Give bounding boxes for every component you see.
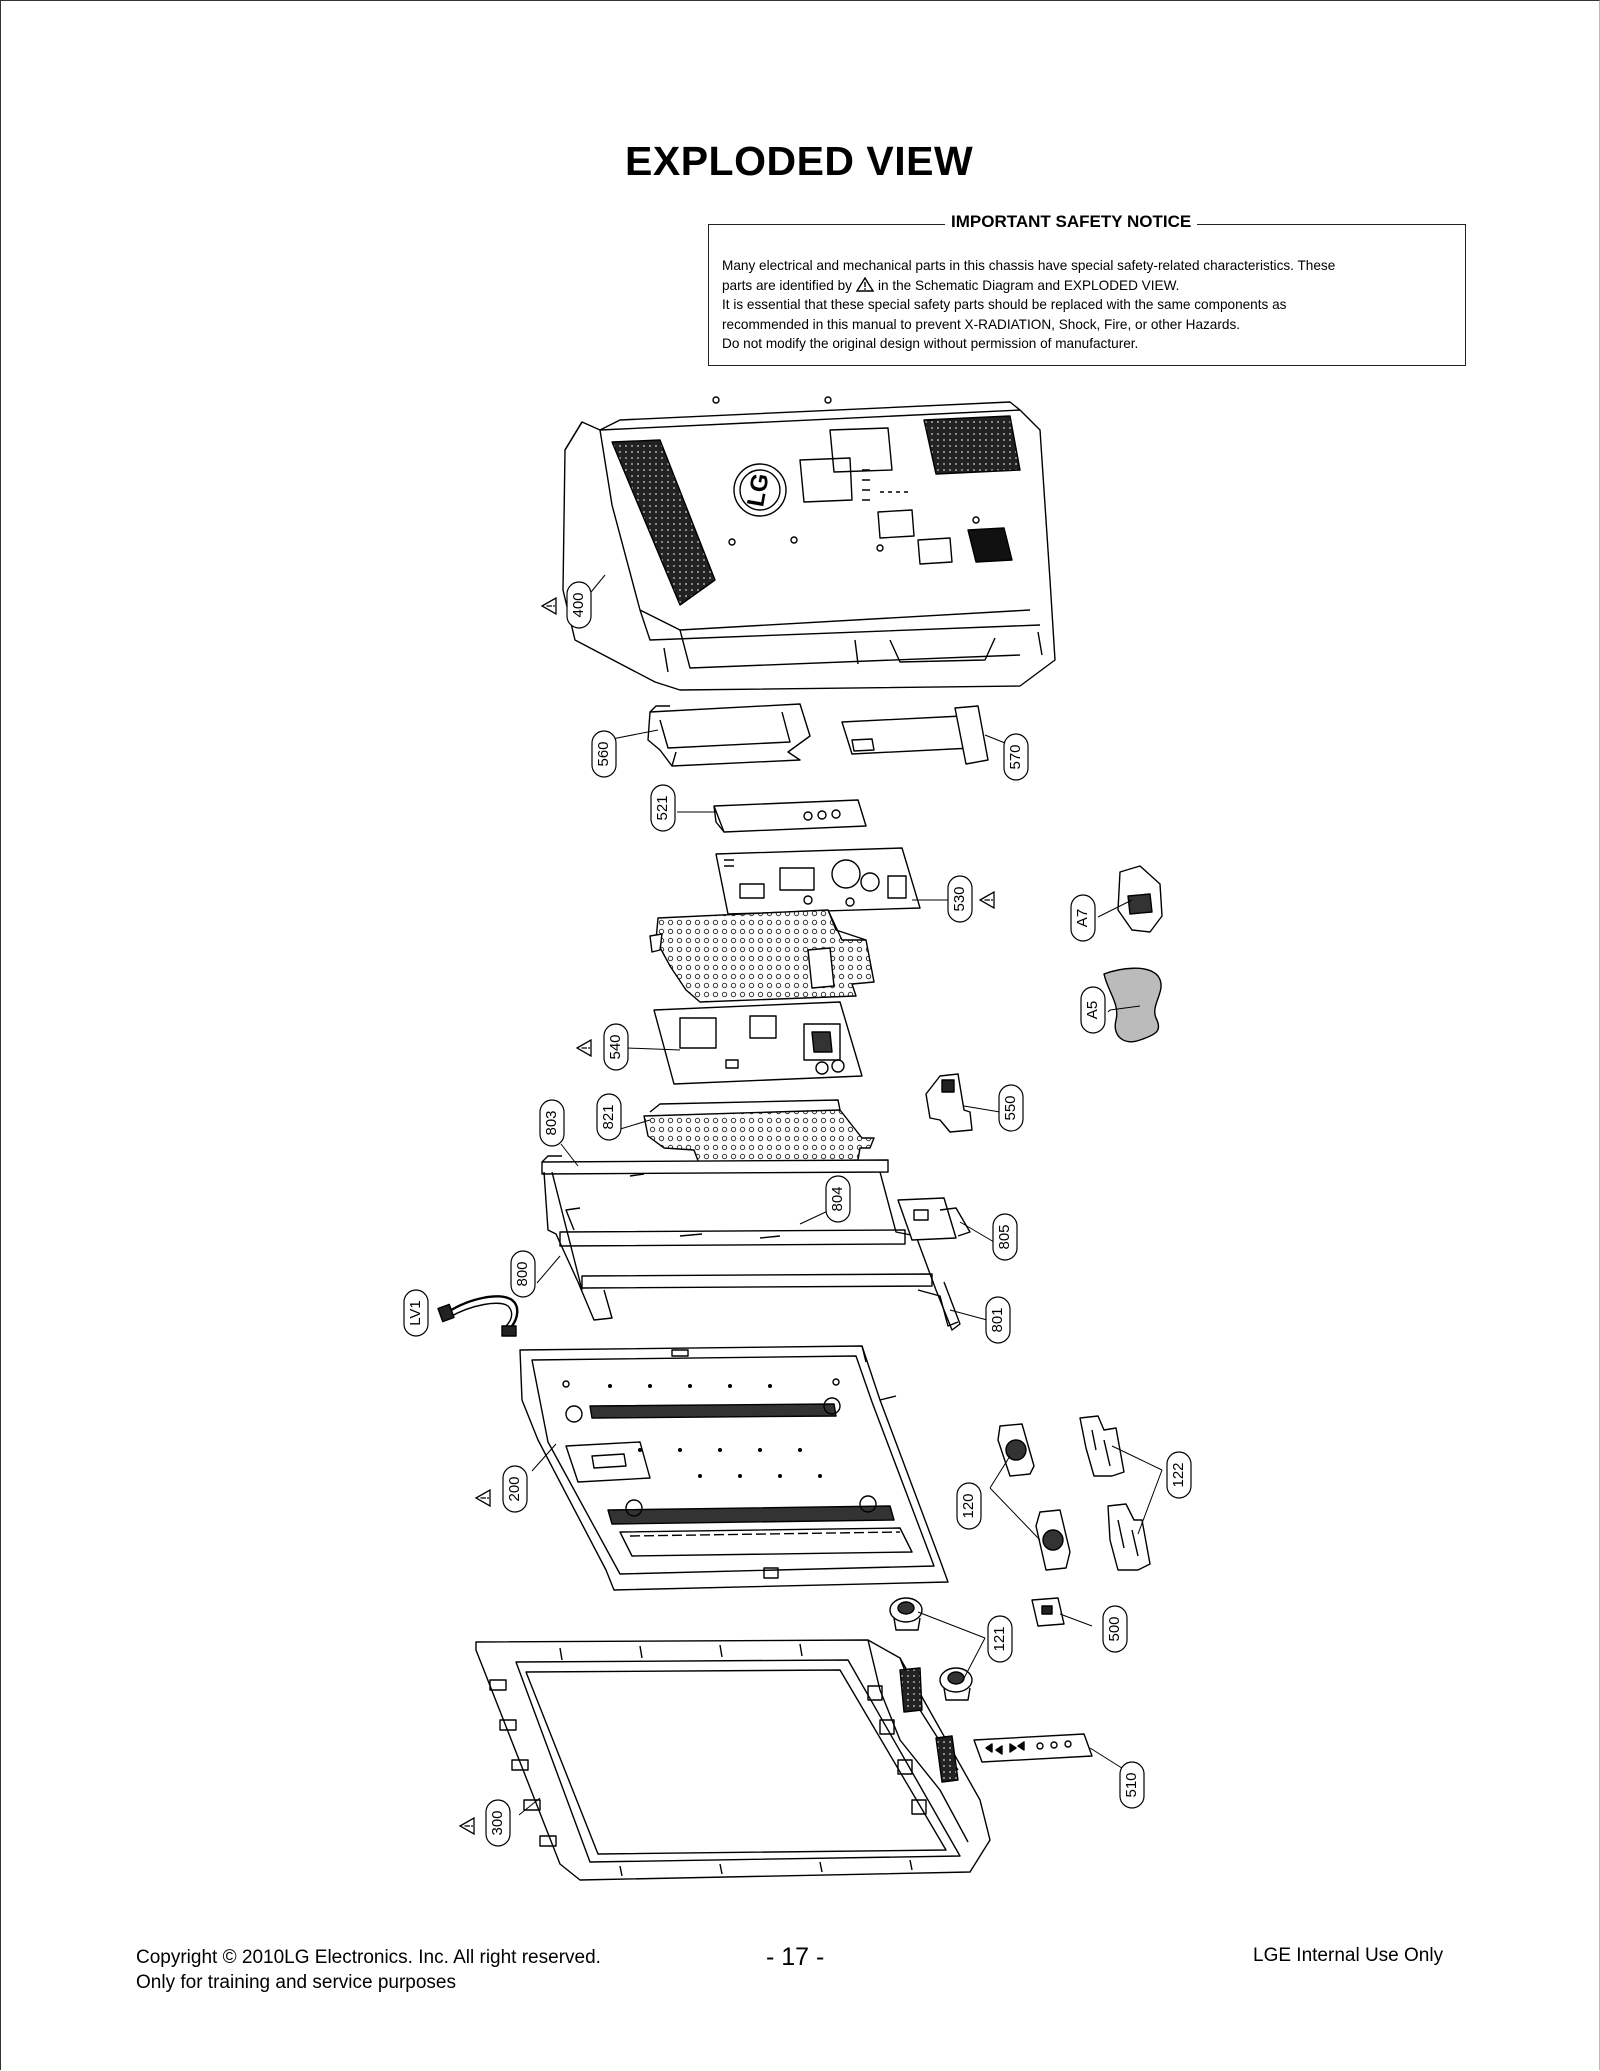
callout-530: 530 bbox=[947, 875, 973, 923]
warning-triangle-icon bbox=[475, 1489, 491, 1507]
warning-triangle-icon bbox=[979, 891, 995, 909]
callout-510: 510 bbox=[1119, 1761, 1145, 1809]
part-lv1-cable bbox=[437, 1295, 519, 1337]
callout-804: 804 bbox=[825, 1175, 851, 1223]
svg-text:803: 803 bbox=[543, 1110, 560, 1135]
callout-lv1: LV1 bbox=[403, 1289, 429, 1337]
part-521-plate bbox=[713, 799, 867, 833]
page-title: EXPLODED VIEW bbox=[625, 138, 974, 184]
part-a7-bracket bbox=[1117, 865, 1163, 933]
callout-500: 500 bbox=[1102, 1605, 1128, 1653]
svg-text:510: 510 bbox=[1123, 1772, 1140, 1797]
callout-122: 122 bbox=[1166, 1451, 1192, 1499]
notice-line-2a: parts are identified by bbox=[722, 277, 852, 293]
notice-line-5: Do not modify the original design withou… bbox=[722, 336, 1139, 351]
footer-internal-use: LGE Internal Use Only bbox=[1253, 1945, 1444, 1966]
notice-line-4: recommended in this manual to prevent X-… bbox=[722, 316, 1241, 332]
svg-text:120: 120 bbox=[960, 1493, 977, 1518]
page-number: - 17 - bbox=[766, 1943, 825, 1971]
svg-text:A5: A5 bbox=[1084, 1001, 1101, 1019]
callout-570: 570 bbox=[1003, 733, 1029, 781]
safety-notice-body: Many electrical and mechanical parts in … bbox=[722, 256, 1452, 354]
svg-text:550: 550 bbox=[1002, 1095, 1019, 1120]
svg-text:570: 570 bbox=[1007, 744, 1024, 769]
leader-lines bbox=[518, 574, 1163, 1816]
part-main-board-shield bbox=[649, 909, 875, 1003]
svg-text:400: 400 bbox=[570, 592, 587, 617]
part-122-brackets bbox=[1079, 1415, 1151, 1571]
svg-text:560: 560 bbox=[595, 741, 612, 766]
part-back-cover bbox=[562, 396, 1056, 691]
warning-triangle-icon bbox=[541, 597, 557, 615]
part-530-power-board bbox=[715, 847, 921, 915]
warning-triangle-icon bbox=[855, 276, 874, 292]
svg-text:300: 300 bbox=[489, 1810, 506, 1835]
callout-800: 800 bbox=[510, 1250, 536, 1298]
callouts: 400 560 570 521 530 A7 A5 540 bbox=[403, 581, 1192, 1847]
callout-805: 805 bbox=[992, 1213, 1018, 1261]
callout-300: 300 bbox=[485, 1799, 511, 1847]
part-120-speakers bbox=[997, 1423, 1071, 1571]
part-540-main-board bbox=[653, 1001, 863, 1085]
svg-text:800: 800 bbox=[514, 1261, 531, 1286]
part-frame-assembly bbox=[541, 1155, 971, 1331]
notice-line-1: Many electrical and mechanical parts in … bbox=[722, 258, 1336, 273]
notice-line-3: It is essential that these special safet… bbox=[722, 297, 1287, 312]
notice-line-2b: in the Schematic Diagram and EXPLODED VI… bbox=[877, 277, 1180, 293]
footer-copyright-line2: Only for training and service purposes bbox=[136, 1972, 456, 1993]
part-560-bracket bbox=[647, 703, 811, 767]
footer-copyright-line1: Copyright © 2010LG Electronics. Inc. All… bbox=[136, 1947, 601, 1968]
part-a5-sheet bbox=[1103, 967, 1162, 1043]
callout-a7: A7 bbox=[1070, 894, 1096, 942]
svg-text:804: 804 bbox=[829, 1186, 846, 1211]
callout-803: 803 bbox=[539, 1099, 565, 1147]
callout-801: 801 bbox=[985, 1296, 1011, 1344]
callout-550: 550 bbox=[998, 1084, 1024, 1132]
part-570-board bbox=[841, 705, 989, 765]
svg-text:LV1: LV1 bbox=[407, 1300, 424, 1326]
callout-a5: A5 bbox=[1080, 986, 1106, 1034]
callout-540: 540 bbox=[603, 1023, 629, 1071]
callout-120: 120 bbox=[956, 1482, 982, 1530]
lcd-screw-dots bbox=[608, 1384, 822, 1478]
callout-400: 400 bbox=[566, 581, 592, 629]
part-200-lcd-module bbox=[519, 1345, 949, 1591]
part-821-shield-plate bbox=[643, 1099, 875, 1167]
warning-triangle-icon bbox=[576, 1039, 592, 1057]
callout-200: 200 bbox=[502, 1465, 528, 1513]
footer-copyright: Copyright © 2010LG Electronics. Inc. All… bbox=[136, 1945, 601, 1995]
part-121-speakers bbox=[889, 1597, 973, 1701]
notice-line-2: parts are identified by in the Schematic … bbox=[722, 276, 1452, 296]
svg-text:805: 805 bbox=[996, 1224, 1013, 1249]
part-300-front-cabinet bbox=[475, 1639, 991, 1881]
part-510-key-board bbox=[973, 1733, 1093, 1763]
svg-text:200: 200 bbox=[506, 1476, 523, 1501]
svg-text:A7: A7 bbox=[1074, 909, 1091, 927]
part-500-ir-board bbox=[1031, 1597, 1065, 1627]
svg-text:500: 500 bbox=[1106, 1616, 1123, 1641]
warning-triangle-icon bbox=[459, 1817, 475, 1835]
svg-text:121: 121 bbox=[991, 1626, 1008, 1651]
svg-text:122: 122 bbox=[1170, 1462, 1187, 1487]
svg-text:530: 530 bbox=[951, 886, 968, 911]
svg-text:540: 540 bbox=[607, 1034, 624, 1059]
svg-text:801: 801 bbox=[989, 1307, 1006, 1332]
svg-text:521: 521 bbox=[654, 795, 671, 820]
lg-logo-text: LG bbox=[742, 471, 774, 509]
callout-121: 121 bbox=[987, 1615, 1013, 1663]
svg-text:821: 821 bbox=[600, 1104, 617, 1129]
callout-821: 821 bbox=[596, 1093, 622, 1141]
safety-notice-title: IMPORTANT SAFETY NOTICE bbox=[945, 212, 1198, 232]
part-550-switch bbox=[925, 1073, 973, 1133]
callout-521: 521 bbox=[650, 784, 676, 832]
safety-notice-box: IMPORTANT SAFETY NOTICE Many electrical … bbox=[708, 212, 1466, 366]
callout-560: 560 bbox=[591, 730, 617, 778]
